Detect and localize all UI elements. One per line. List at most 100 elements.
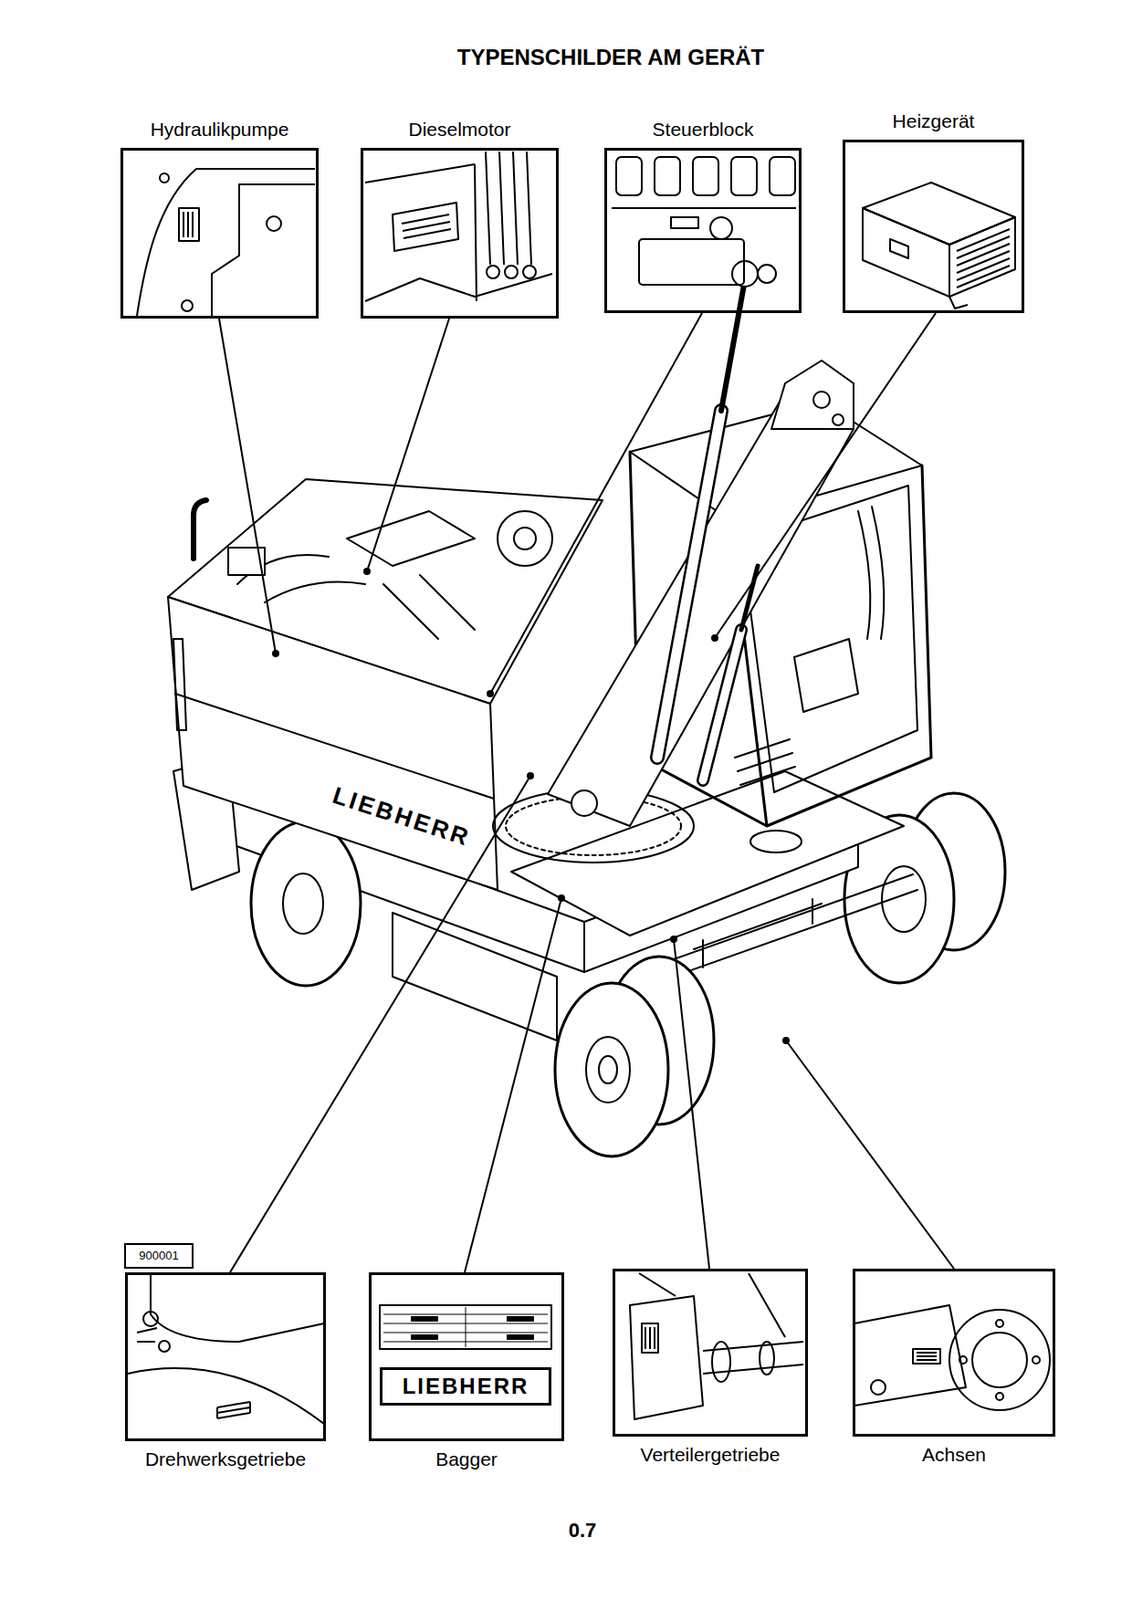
type-plate — [641, 1323, 659, 1353]
heater-grille — [956, 229, 1010, 288]
cylinder — [657, 410, 722, 758]
engine-cover — [346, 511, 475, 566]
control-block — [639, 239, 745, 285]
inset-box: Achsen — [852, 1268, 1056, 1437]
heater — [949, 217, 1016, 297]
type-plate — [912, 1349, 941, 1364]
inset-box: Heizgerät — [842, 139, 1025, 314]
flange — [759, 1341, 775, 1375]
cylinder — [702, 629, 742, 781]
part-label: Dieselmotor — [408, 117, 511, 142]
wheel-hub — [881, 866, 926, 933]
pump-housing — [136, 168, 315, 316]
fuel-pipe — [485, 151, 532, 265]
inset-box: Drehwerksgetriebe — [125, 1272, 326, 1442]
plate-field — [410, 1316, 439, 1322]
part-label: Hydraulikpumpe — [150, 117, 290, 142]
wheel-hub — [972, 1332, 1028, 1388]
cylinder — [657, 410, 722, 758]
cylinder — [702, 629, 742, 781]
tail-light — [173, 639, 187, 731]
leader-lines — [219, 313, 954, 1273]
wheel — [251, 821, 361, 986]
inset-box: Steuerblock — [604, 147, 802, 314]
leader-dot — [527, 773, 534, 779]
leader-line — [366, 318, 450, 572]
part-label: Drehwerksgetriebe — [145, 1447, 306, 1472]
leader-dot — [558, 895, 565, 902]
flange — [712, 1341, 731, 1383]
label-box: LIEBHERR — [379, 1367, 552, 1406]
pin — [571, 790, 598, 817]
type-plate — [916, 1352, 937, 1361]
engine-fan — [497, 511, 553, 566]
valve-rail — [611, 207, 797, 210]
bracket — [949, 296, 968, 309]
type-plate — [392, 202, 459, 252]
type-plate — [379, 1305, 552, 1350]
valve — [692, 157, 719, 196]
type-plate — [401, 214, 451, 239]
leader-line — [230, 775, 531, 1273]
inset-box: BaggerLIEBHERR — [368, 1272, 565, 1442]
wheel-hub — [283, 873, 324, 934]
part-label: Achsen — [922, 1443, 986, 1468]
inset-box: Verteilergetriebe — [612, 1268, 808, 1437]
boom-head — [771, 360, 854, 430]
leader-dot — [712, 635, 718, 641]
wheel-hub — [949, 1310, 1050, 1411]
chassis-hole — [750, 830, 802, 853]
plate-field — [506, 1334, 535, 1341]
leader-line — [673, 939, 710, 1269]
part-label: Bagger — [435, 1447, 498, 1472]
leader-dot — [272, 650, 279, 657]
fitting — [143, 1311, 158, 1327]
fitting — [486, 265, 500, 279]
fitting — [158, 1341, 170, 1353]
pin — [832, 414, 844, 426]
label-box: 900001 — [124, 1243, 194, 1269]
leader-line — [490, 313, 703, 694]
plate-row — [383, 1307, 548, 1348]
type-plate — [890, 239, 909, 259]
boom — [547, 392, 854, 827]
engine-pipe — [237, 555, 475, 640]
bolt — [266, 216, 282, 231]
fitting — [710, 217, 733, 240]
cab-detail — [734, 639, 859, 786]
wheel — [555, 983, 669, 1157]
pin — [813, 391, 830, 409]
steering-cylinder — [693, 899, 822, 968]
page-number: 0.7 — [568, 1519, 598, 1543]
bolt — [995, 1320, 1004, 1328]
type-plate — [183, 211, 193, 238]
bolt — [959, 1356, 967, 1364]
shaft — [639, 1273, 804, 1374]
cylinder-rod — [741, 566, 758, 630]
gearbox — [127, 1274, 325, 1425]
excavator — [167, 261, 1006, 1157]
valve — [769, 157, 796, 196]
cylinder-rod — [721, 284, 745, 411]
plate-field — [410, 1334, 439, 1341]
support-block — [392, 912, 557, 1041]
leader-line — [219, 318, 276, 654]
exhaust — [193, 500, 207, 559]
housing-side — [167, 597, 498, 891]
plate-field — [506, 1316, 535, 1322]
plate-text: 900001 — [138, 1248, 179, 1264]
leader-line — [714, 313, 936, 639]
valve — [731, 157, 757, 196]
inset-sketches — [127, 151, 1050, 1425]
part-label: Heizgerät — [892, 109, 975, 134]
heater — [862, 182, 1016, 245]
valve — [616, 157, 642, 196]
wheel-hub — [598, 1056, 618, 1084]
fitting — [523, 265, 536, 279]
part-label: Steuerblock — [652, 117, 755, 142]
plate-text: LIEBHERR — [402, 1373, 530, 1401]
engine-fan — [513, 527, 536, 550]
inset-box: Dieselmotor — [360, 147, 559, 319]
